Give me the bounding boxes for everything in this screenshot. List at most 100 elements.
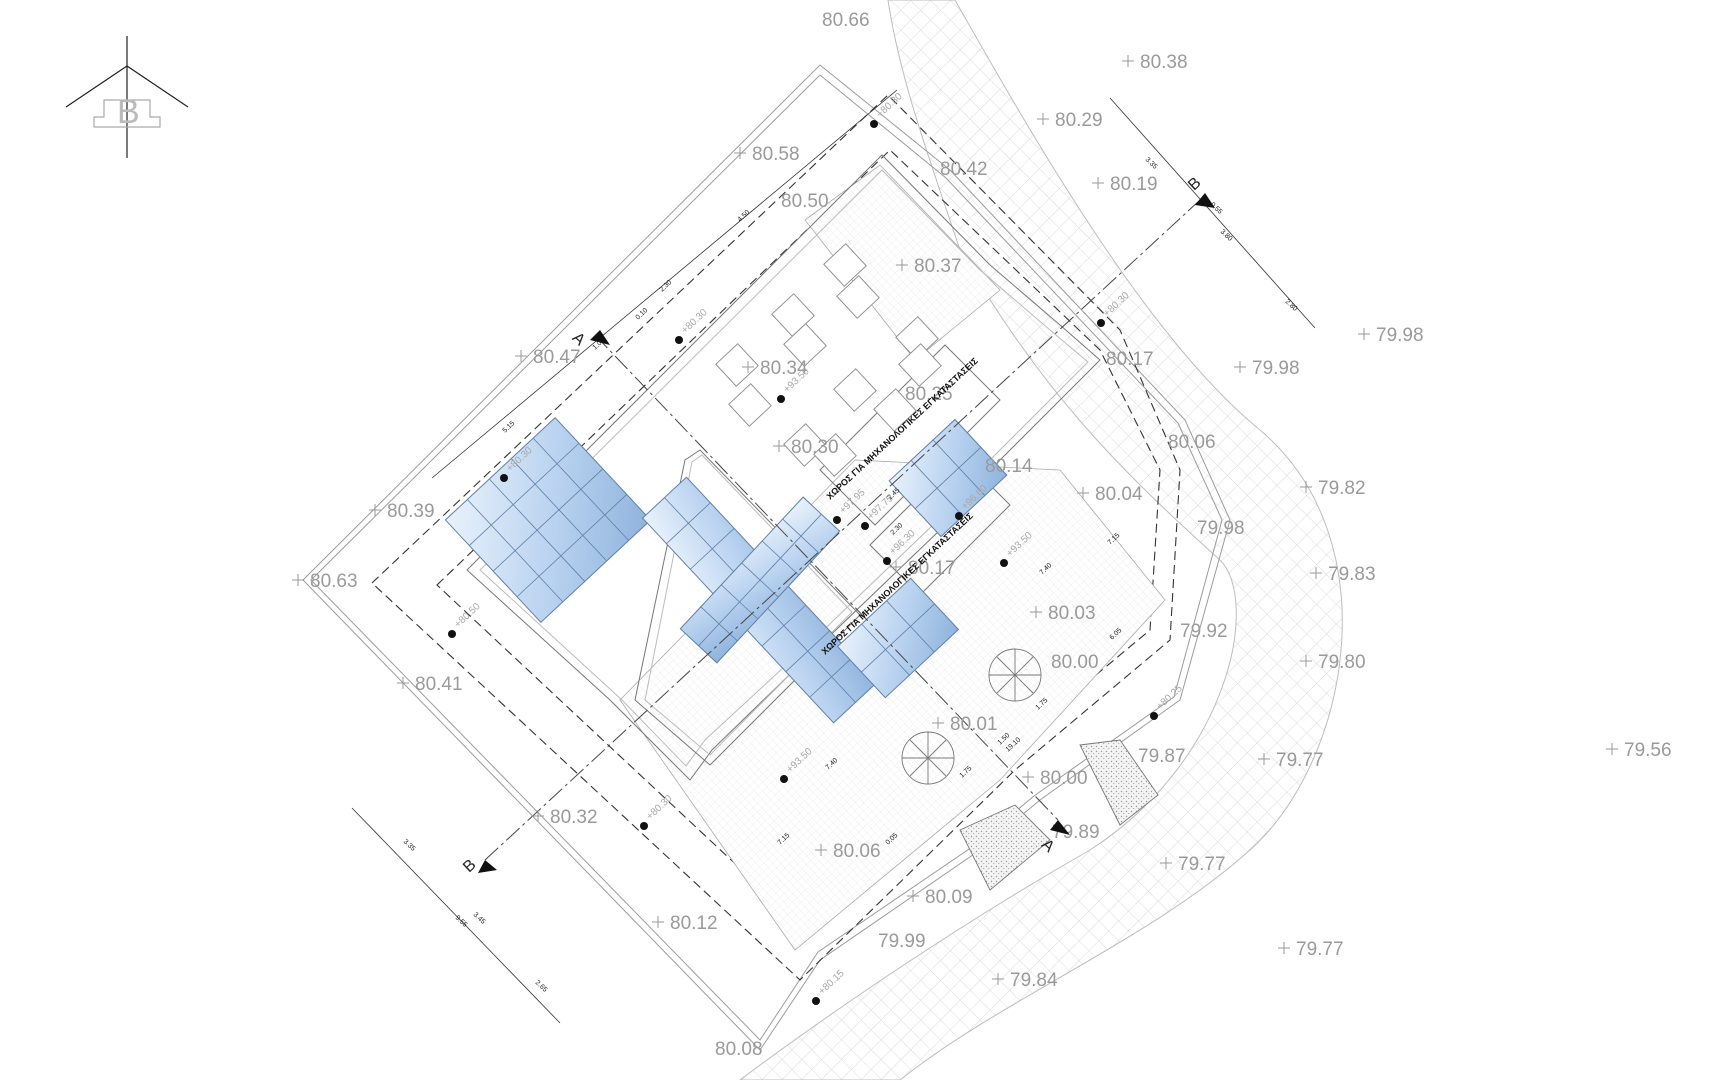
spot-elevation: 80.12 [670,913,718,934]
spot-elevation: 80.42 [940,159,988,180]
level-marker-icon [777,395,785,403]
elevation-cross-icon [397,677,409,689]
level-marker-icon [870,120,878,128]
spot-elevation: 79.80 [1318,652,1366,673]
elevation-cross-icon [1092,177,1104,189]
gravel-planters [959,739,1159,891]
level-marker-icon [812,997,820,1005]
spot-elevation: 80.08 [715,1039,763,1060]
spot-elevation: 79.98 [1252,358,1300,379]
dimension-label: 3.80 [1219,228,1234,242]
dimension-label: 3.45 [472,911,487,925]
level-marker-icon [675,336,683,344]
north-arrow-symbol: B [65,36,189,158]
spot-elevation: 80.63 [310,571,358,592]
spot-elevation: 80.19 [1110,174,1158,195]
spot-elevation: 80.29 [1055,110,1103,131]
section-marker-b-top: B [1185,174,1215,208]
spot-elevation: 80.06 [1168,432,1216,453]
spot-elevation: 80.58 [752,144,800,165]
spot-elevation: 79.82 [1318,478,1366,499]
elevation-cross-icon [1022,771,1034,783]
elevation-cross-icon [1310,567,1322,579]
svg-text:B: B [460,856,479,876]
elevation-cross-icon [1358,328,1370,340]
level-marker-icon [780,775,788,783]
dimension-lines [351,89,1316,1024]
spot-elevation: 80.03 [1048,603,1096,624]
elevation-cross-icon [896,259,908,271]
level-marker-icon [883,557,891,565]
level-marker-icon [640,822,648,830]
elevation-cross-icon [515,350,527,362]
hatched-sidewalk [739,0,1343,1080]
spot-elevation: 79.77 [1178,854,1226,875]
dimension-label: 3.35 [1144,156,1159,170]
spot-elevation: 79.99 [878,931,926,952]
dimension-label: 9.55 [454,914,469,928]
spot-elevation: 79.92 [1180,621,1228,642]
level-marker-icon [500,474,508,482]
elevation-cross-icon [1160,857,1172,869]
survey-marks-layer [448,120,1158,1005]
spot-elevation: 80.32 [550,807,598,828]
elevation-cross-icon [1037,113,1049,125]
spot-elevation: 80.06 [833,841,881,862]
spot-elevation: 80.00 [1051,652,1099,673]
level-marker-icon [448,630,456,638]
spot-elevation: 80.50 [781,191,829,212]
spot-elevation: 79.98 [1376,325,1424,346]
level-annotation: +80.15 [817,968,847,997]
spot-elevation: 80.14 [985,456,1033,477]
dimension-label: 3.35 [402,838,417,852]
spot-elevation: 80.47 [533,347,581,368]
section-lines [484,199,1201,861]
spot-elevation: 79.98 [1197,518,1245,539]
spot-elevation: 80.04 [1095,484,1143,505]
level-marker-icon [861,522,869,530]
elevation-cross-icon [369,504,381,516]
dimension-label: 0.10 [635,307,650,321]
elevation-cross-icon [932,717,944,729]
section-marker-b-bottom: B [460,856,497,876]
spot-elevation: 80.41 [415,674,463,695]
elevation-cross-icon [890,561,902,573]
dimension-label: 2.65 [534,979,549,993]
elevation-cross-icon [1300,655,1312,667]
spot-elevation: 80.09 [925,887,973,908]
seating-blocks [715,243,942,477]
elevation-cross-icon [1606,743,1618,755]
level-marker-icon [1150,712,1158,720]
spot-elevation: 80.39 [387,501,435,522]
spot-elevation: 80.30 [791,437,839,458]
spot-elevation: 79.77 [1276,750,1324,771]
spot-elevation: 79.84 [1010,970,1058,991]
spot-elevation: 80.66 [822,10,870,31]
solar-panel-arrays [444,416,1008,724]
spot-elevation: 80.01 [950,714,998,735]
level-annotation: +80.30 [645,793,675,822]
svg-text:B: B [1185,174,1204,194]
elevation-cross-icon [742,361,754,373]
elevation-cross-icon [992,973,1004,985]
dimension-label: 2.80 [1284,298,1299,312]
elevation-cross-icon [1030,606,1042,618]
spot-elevation: 80.17 [1106,349,1154,370]
level-annotation: +80.30 [875,91,905,120]
dimension-label: 2.30 [659,279,674,293]
elevation-cross-icon [1122,55,1134,67]
spot-elevations-layer: 80.6680.3880.2980.5880.4280.1980.5080.37… [292,10,1672,1060]
level-marker-icon [955,512,963,520]
elevation-cross-icon [1300,481,1312,493]
dimension-label: 5.15 [502,420,517,434]
site-boundary [302,64,1231,1051]
spot-elevation: 79.89 [1052,822,1100,843]
spot-elevation: 80.17 [908,558,956,579]
elevation-cross-icon [532,810,544,822]
spot-elevation: 80.00 [1040,768,1088,789]
elevation-cross-icon [652,916,664,928]
elevation-cross-icon [1234,361,1246,373]
spiral-stairs [901,648,1042,785]
spot-elevation: 79.77 [1296,939,1344,960]
